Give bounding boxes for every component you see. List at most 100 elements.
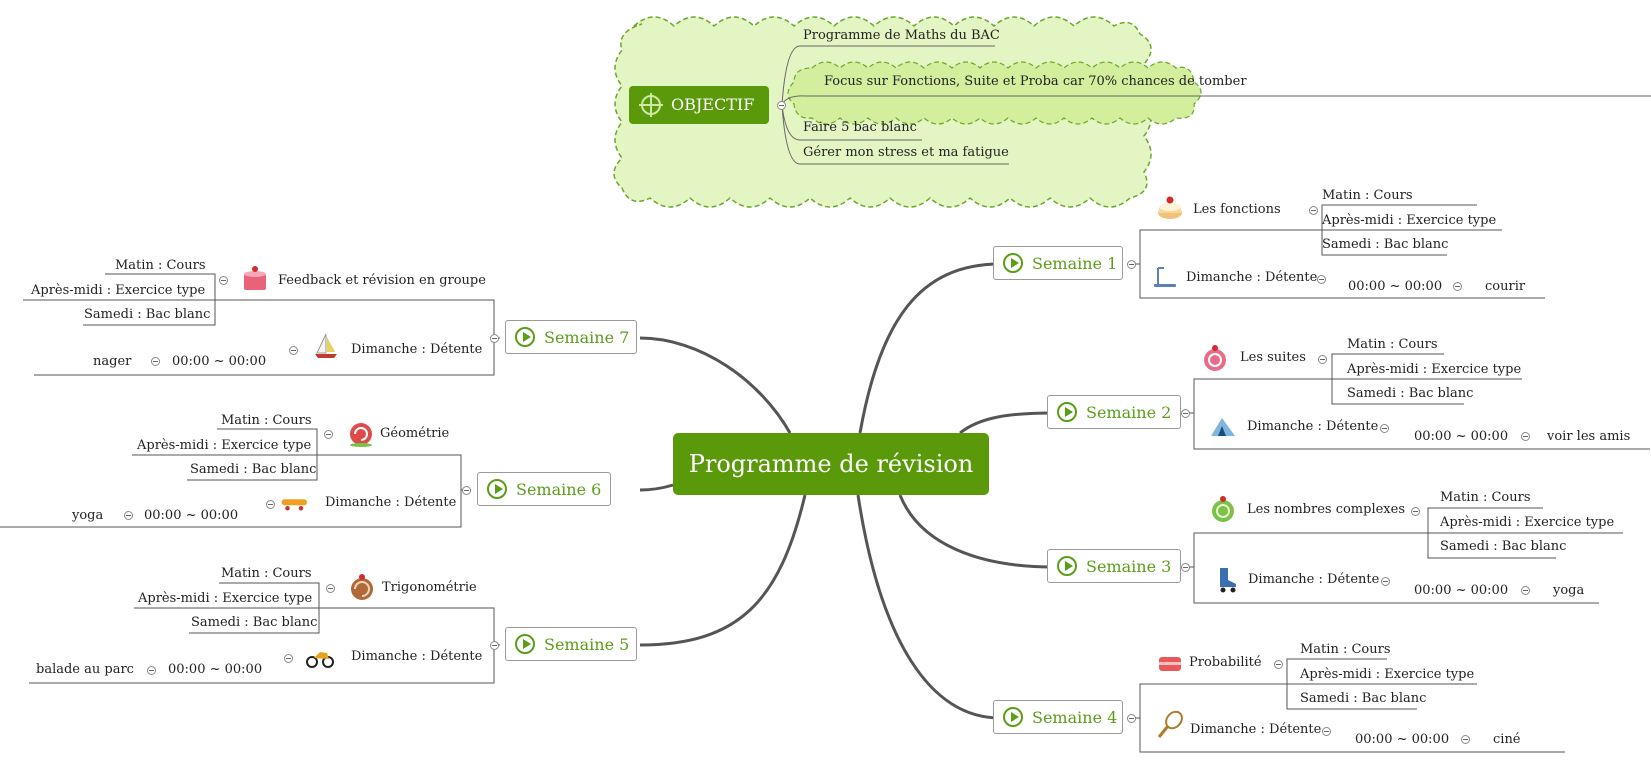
schedule-matin[interactable]: Matin : Cours <box>115 258 206 273</box>
topic-label[interactable]: Les nombres complexes <box>1247 502 1405 517</box>
schedule-apres-midi[interactable]: Après-midi : Exercice type <box>137 438 312 453</box>
collapse-toggle[interactable] <box>1317 275 1326 284</box>
time-range[interactable]: 00:00 ~ 00:00 <box>168 662 263 677</box>
collapse-toggle[interactable] <box>324 430 333 439</box>
central-branches <box>639 262 1054 720</box>
collapse-toggle[interactable] <box>1381 577 1390 586</box>
schedule-samedi[interactable]: Samedi : Bac blanc <box>190 462 317 477</box>
week-node-3[interactable]: Semaine 3 <box>1047 549 1181 583</box>
activity-label[interactable]: nager <box>93 354 132 369</box>
schedule-matin[interactable]: Matin : Cours <box>221 413 312 428</box>
activity-label[interactable]: yoga <box>72 508 104 523</box>
collapse-toggle[interactable] <box>490 641 499 650</box>
schedule-samedi[interactable]: Samedi : Bac blanc <box>1322 237 1449 252</box>
play-icon <box>1003 253 1023 273</box>
time-range[interactable]: 00:00 ~ 00:00 <box>172 354 267 369</box>
week-node-6[interactable]: Semaine 6 <box>477 472 611 506</box>
objectif-topic[interactable]: OBJECTIF <box>629 86 769 124</box>
tennis-racket-icon <box>1157 710 1183 738</box>
central-topic[interactable]: Programme de révision <box>673 433 989 495</box>
time-range[interactable]: 00:00 ~ 00:00 <box>144 508 239 523</box>
week-node-4[interactable]: Semaine 4 <box>993 700 1123 734</box>
activity-label[interactable]: courir <box>1485 279 1526 294</box>
activity-label[interactable]: yoga <box>1553 583 1585 598</box>
collapse-toggle[interactable] <box>777 101 786 110</box>
topic-label[interactable]: Feedback et révision en groupe <box>278 273 486 288</box>
topic-label[interactable]: Géométrie <box>380 426 450 441</box>
collapse-toggle[interactable] <box>326 584 335 593</box>
activity-label[interactable]: voir les amis <box>1547 429 1631 444</box>
collapse-toggle[interactable] <box>1309 206 1318 215</box>
time-range[interactable]: 00:00 ~ 00:00 <box>1414 429 1509 444</box>
activity-label[interactable]: balade au parc <box>36 662 134 677</box>
topic-label[interactable]: Probabilité <box>1189 655 1262 670</box>
objectif-item[interactable]: Gérer mon stress et ma fatigue <box>803 145 1009 160</box>
dimanche-label[interactable]: Dimanche : Détente <box>351 342 483 357</box>
collapse-toggle[interactable] <box>1461 735 1470 744</box>
schedule-samedi[interactable]: Samedi : Bac blanc <box>1440 539 1567 554</box>
play-icon <box>515 634 535 654</box>
topic-label[interactable]: Les suites <box>1240 350 1306 365</box>
schedule-apres-midi[interactable]: Après-midi : Exercice type <box>1322 213 1497 228</box>
cake-icon <box>1158 196 1182 219</box>
collapse-toggle[interactable] <box>289 346 298 355</box>
schedule-matin[interactable]: Matin : Cours <box>1347 337 1438 352</box>
dimanche-label[interactable]: Dimanche : Détente <box>1190 722 1322 737</box>
schedule-samedi[interactable]: Samedi : Bac blanc <box>1300 691 1427 706</box>
schedule-samedi[interactable]: Samedi : Bac blanc <box>84 307 211 322</box>
schedule-matin[interactable]: Matin : Cours <box>221 566 312 581</box>
collapse-toggle[interactable] <box>1521 586 1530 595</box>
collapse-toggle[interactable] <box>1127 260 1136 269</box>
week-node-1[interactable]: Semaine 1 <box>993 246 1123 280</box>
objectif-item[interactable]: Programme de Maths du BAC <box>803 28 1000 43</box>
collapse-toggle[interactable] <box>284 654 293 663</box>
topic-label[interactable]: Trigonométrie <box>382 580 477 595</box>
collapse-toggle[interactable] <box>219 276 228 285</box>
collapse-toggle[interactable] <box>1318 355 1327 364</box>
collapse-toggle[interactable] <box>1181 409 1190 418</box>
schedule-samedi[interactable]: Samedi : Bac blanc <box>1347 386 1474 401</box>
collapse-toggle[interactable] <box>1274 660 1283 669</box>
dimanche-label[interactable]: Dimanche : Détente <box>351 649 483 664</box>
schedule-apres-midi[interactable]: Après-midi : Exercice type <box>1300 667 1475 682</box>
target-icon <box>639 93 663 117</box>
week-node-2[interactable]: Semaine 2 <box>1047 395 1181 429</box>
objectif-item[interactable]: Faire 5 bac blanc <box>803 120 917 135</box>
activity-label[interactable]: ciné <box>1493 732 1521 747</box>
schedule-matin[interactable]: Matin : Cours <box>1300 642 1391 657</box>
collapse-toggle[interactable] <box>151 357 160 366</box>
dimanche-label[interactable]: Dimanche : Détente <box>325 495 457 510</box>
collapse-toggle[interactable] <box>124 511 133 520</box>
collapse-toggle[interactable] <box>1322 727 1331 736</box>
schedule-apres-midi[interactable]: Après-midi : Exercice type <box>1440 515 1615 530</box>
time-range[interactable]: 00:00 ~ 00:00 <box>1355 732 1450 747</box>
dimanche-label[interactable]: Dimanche : Détente <box>1186 270 1318 285</box>
schedule-apres-midi[interactable]: Après-midi : Exercice type <box>138 591 313 606</box>
collapse-toggle[interactable] <box>462 486 471 495</box>
dimanche-label[interactable]: Dimanche : Détente <box>1247 419 1379 434</box>
dimanche-label[interactable]: Dimanche : Détente <box>1248 572 1380 587</box>
schedule-apres-midi[interactable]: Après-midi : Exercice type <box>1347 362 1522 377</box>
collapse-toggle[interactable] <box>1453 282 1462 291</box>
schedule-matin[interactable]: Matin : Cours <box>1322 188 1413 203</box>
topic-label[interactable]: Les fonctions <box>1193 202 1281 217</box>
week-node-5[interactable]: Semaine 5 <box>505 627 637 661</box>
schedule-matin[interactable]: Matin : Cours <box>1440 490 1531 505</box>
collapse-toggle[interactable] <box>266 500 275 509</box>
collapse-toggle[interactable] <box>1521 432 1530 441</box>
objectif-item[interactable]: Focus sur Fonctions, Suite et Proba car … <box>824 74 1247 89</box>
collapse-toggle[interactable] <box>147 666 156 675</box>
time-range[interactable]: 00:00 ~ 00:00 <box>1414 583 1509 598</box>
collapse-toggle[interactable] <box>1380 424 1389 433</box>
collapse-toggle[interactable] <box>1411 507 1420 516</box>
collapse-toggle[interactable] <box>490 334 499 343</box>
play-icon <box>1003 707 1023 727</box>
week-label: Semaine 1 <box>1032 254 1118 273</box>
schedule-apres-midi[interactable]: Après-midi : Exercice type <box>31 283 206 298</box>
week-node-7[interactable]: Semaine 7 <box>505 320 637 354</box>
week-label: Semaine 7 <box>544 328 630 347</box>
collapse-toggle[interactable] <box>1127 714 1136 723</box>
schedule-samedi[interactable]: Samedi : Bac blanc <box>191 615 318 630</box>
time-range[interactable]: 00:00 ~ 00:00 <box>1348 279 1443 294</box>
collapse-toggle[interactable] <box>1181 563 1190 572</box>
